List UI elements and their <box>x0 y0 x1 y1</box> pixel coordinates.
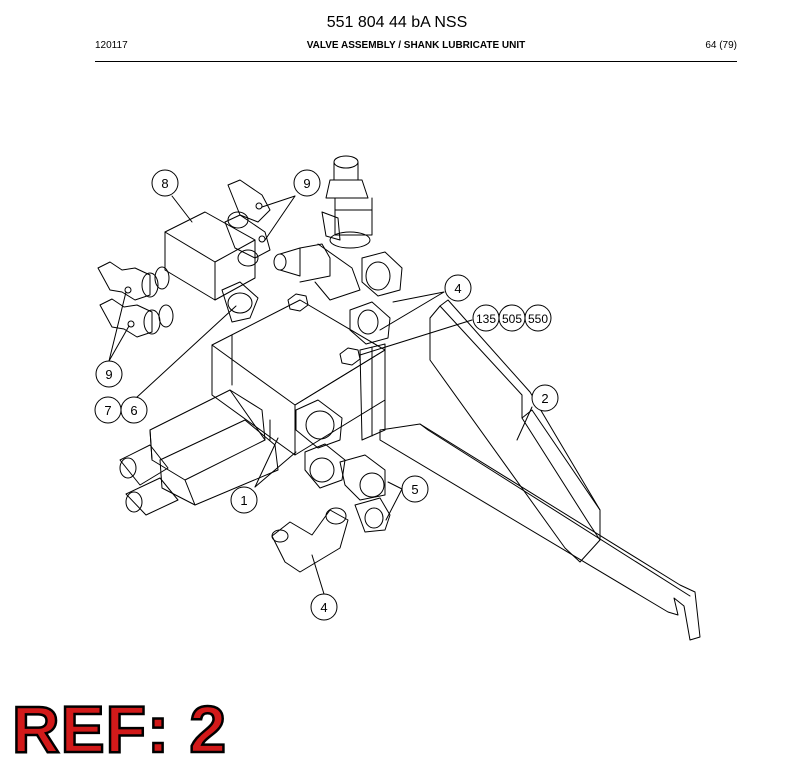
callout-9-top <box>293 169 321 197</box>
callout-4-bottom <box>310 593 338 621</box>
callout-5 <box>401 475 429 503</box>
header-rule <box>95 61 737 62</box>
page-number: 64 (79) <box>705 40 737 51</box>
date-code: 120117 <box>95 40 128 51</box>
callout-2-label: 2 <box>541 391 548 406</box>
callout-550-label: 550 <box>528 312 548 326</box>
callout-505-label: 505 <box>502 312 522 326</box>
callout-135-label: 135 <box>476 312 496 326</box>
page-title: VALVE ASSEMBLY / SHANK LUBRICATE UNIT <box>306 40 526 51</box>
callout-9-left-label: 9 <box>105 367 112 382</box>
callout-8-label: 8 <box>161 176 168 191</box>
document-number: 551 804 44 bA NSS <box>326 14 468 31</box>
callout-550 <box>524 304 552 332</box>
lower-cylinders <box>119 389 279 516</box>
upper-valve-block <box>97 179 271 338</box>
callout-6 <box>120 396 148 424</box>
callout-4-top-label: 4 <box>454 281 461 296</box>
leader-lines <box>108 195 533 595</box>
callout-6-label: 6 <box>130 403 137 418</box>
callout-7-label: 7 <box>104 403 111 418</box>
callout-numbers: 8 9 9 4 135 505 550 2 7 6 1 5 4 <box>104 176 548 615</box>
callout-9-top-label: 9 <box>303 176 310 191</box>
callout-9-left <box>95 360 123 388</box>
manifold-block <box>211 293 386 456</box>
callout-1-label: 1 <box>240 493 247 508</box>
callout-4-bottom-label: 4 <box>320 600 327 615</box>
callout-circles <box>94 169 559 621</box>
reference-label: REF: 2 <box>11 692 228 766</box>
callout-1 <box>230 486 258 514</box>
page-header: 120117 VALVE ASSEMBLY / SHANK LUBRICATE … <box>95 40 737 56</box>
callout-2 <box>531 384 559 412</box>
callout-4-top <box>444 274 472 302</box>
lower-fittings <box>271 399 391 573</box>
shank-bracket <box>359 299 701 641</box>
callout-8 <box>151 169 179 197</box>
callout-5-label: 5 <box>411 482 418 497</box>
lubricator-cartridge <box>273 155 403 345</box>
